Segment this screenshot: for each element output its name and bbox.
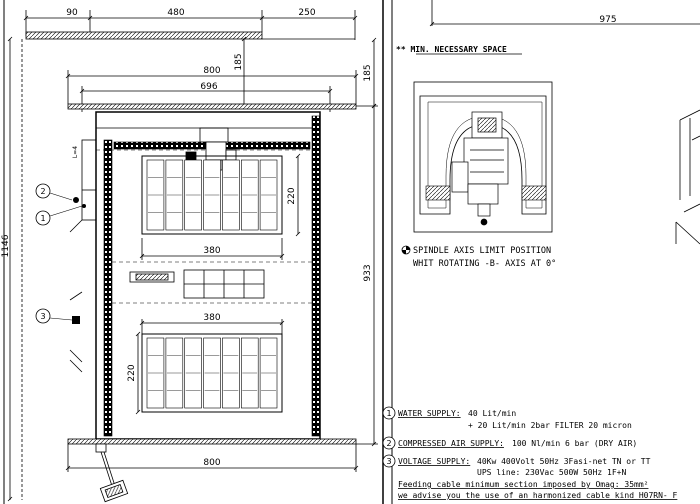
spindle-note [401,245,411,255]
water-supply-value: 40 Lit/min [468,409,516,418]
machine-bottom-guard [67,438,357,445]
advise-line: we advise you the use of an harmonized c… [398,491,678,500]
bottom-table-depth-dim [135,331,141,415]
marker-1: 1 [35,204,86,226]
bottom-table [141,333,283,413]
middle-accessories [129,269,265,299]
marker-1-label: 1 [40,214,45,223]
top-wall [25,31,263,40]
bottom-table-slats [146,337,278,409]
dim-top-right: 250 [298,8,315,18]
water-supply-extra: + 20 Lit/min 2bar FILTER 20 micron [468,421,632,430]
dim-height-right: 185 [363,64,373,81]
dim-height-center: 185 [234,53,244,70]
supply-marker-1: 1 [386,409,391,418]
supply-marker-2: 2 [386,439,391,448]
spindle-note-line1: SPINDLE AXIS LIMIT POSITION [413,246,551,256]
overall-height-dim [7,36,13,502]
marker-3-label: 3 [40,312,45,321]
dim-width-bottom: 800 [203,458,220,468]
far-right-dim [429,0,700,27]
width-dimensions [65,70,359,112]
voltage-supply-title: VOLTAGE SUPPLY: [398,457,470,466]
marker-3: 3 [35,308,80,324]
dim-top-middle: 480 [167,8,184,18]
marker-2: 2 [35,183,79,203]
top-table-depth-dim [295,153,301,237]
bottom-width-dim [65,444,359,472]
marker-2-label: 2 [40,187,45,196]
side-height-dim [356,103,378,447]
air-supply-title: COMPRESSED AIR SUPPLY: [398,439,504,448]
dim-width-outer: 800 [203,66,220,76]
side-label: L=4 [72,146,79,158]
water-supply-title: WATER SUPPLY: [398,409,461,418]
dim-top-left: 90 [66,8,78,18]
cable-line: Feeding cable minimum section imposed by… [398,480,648,489]
top-table-slats [146,159,278,231]
dim-table-width-top: 380 [203,246,220,256]
left-door [69,139,97,373]
supply-marker-3: 3 [386,457,391,466]
center-185-dim [241,36,247,109]
dim-far-right: 975 [599,15,616,25]
top-dimension-chain [23,10,358,40]
dim-width-inner: 696 [200,82,217,92]
machine-top-guard [67,103,357,110]
dim-table-depth-bottom: 220 [127,364,137,381]
right-chain-carrier [311,115,321,437]
supply-markers [382,406,396,468]
dim-side-height: 933 [363,264,373,281]
dim-overall-height: 1146 [1,234,11,257]
spindle-note-line2: WHIT ROTATING -B- AXIS AT 0° [413,259,556,269]
min-space-note: ** MIN. NECESSARY SPACE [396,45,507,54]
dim-table-width-bottom: 380 [203,313,220,323]
air-supply-value: 100 Nl/min 6 bar (DRY AIR) [512,439,637,448]
bottom-table-width-dim [139,319,285,334]
sheet-border [3,0,393,504]
iso-view-partial [675,109,700,245]
spindle-detail [413,81,553,233]
top-table [141,155,283,235]
voltage-supply-value: 40Kw 400Volt 50Hz 3Fasi-net TN or TT [477,457,651,466]
left-chain-carrier [103,139,113,437]
top-table-width-dim [139,238,285,260]
operator-console [95,443,129,503]
dim-table-depth-top: 220 [287,187,297,204]
ups-line: UPS line: 230Vac 500W 50Hz 1F+N [477,468,626,477]
